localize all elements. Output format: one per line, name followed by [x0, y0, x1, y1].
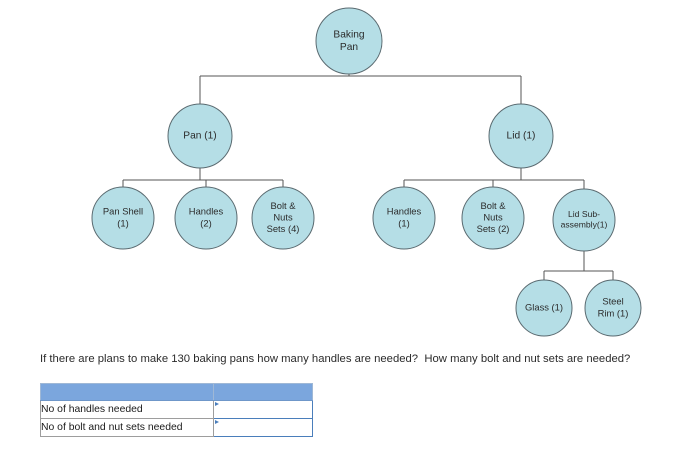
- bom-node-label: Bolt &: [480, 200, 506, 211]
- row-label-bolt-nut-sets: No of bolt and nut sets needed: [40, 418, 214, 437]
- connector-group: [403, 168, 585, 189]
- bom-node-label: (2): [200, 217, 211, 228]
- bom-node-label: Lid (1): [507, 131, 536, 142]
- answer-table: No of handles needed No of bolt and nut …: [40, 383, 313, 437]
- bom-node-label: Glass (1): [525, 301, 563, 312]
- connector-group: [122, 168, 284, 187]
- row-label-handles: No of handles needed: [40, 400, 214, 419]
- cell-marker-icon: [215, 402, 219, 406]
- bom-node-label: (1): [398, 217, 409, 228]
- bom-node-handles-pan: Handles(2): [174, 186, 238, 250]
- bom-node-label: Handles: [189, 206, 224, 217]
- bom-node-label: Rim (1): [598, 307, 629, 318]
- table-header-label-cell: [40, 383, 214, 401]
- bom-node-label: Handles: [387, 206, 422, 217]
- bom-node-glass: Glass (1): [515, 279, 573, 337]
- bom-node-handles-lid: Handles(1): [372, 186, 436, 250]
- table-header-value-cell: [213, 383, 313, 401]
- bom-node-label: Pan (1): [183, 131, 216, 142]
- bom-node-label: Nuts: [483, 211, 503, 222]
- table-row: No of bolt and nut sets needed: [40, 418, 313, 437]
- bom-node-label: Bolt &: [270, 200, 296, 211]
- bom-node-lid-subassembly: Lid Sub-assembly(1): [552, 188, 616, 252]
- row-input-bolt-nut-sets[interactable]: [213, 418, 313, 437]
- question-text: If there are plans to make 130 baking pa…: [40, 353, 631, 365]
- bom-node-label: Baking: [333, 29, 364, 40]
- bom-node-label: Pan Shell: [103, 206, 143, 217]
- bom-node-pan: Pan (1): [167, 103, 233, 169]
- bom-node-label: assembly(1): [561, 220, 608, 230]
- bom-node-lid: Lid (1): [488, 103, 554, 169]
- table-row: No of handles needed: [40, 400, 313, 419]
- bom-node-label: Nuts: [273, 211, 293, 222]
- bom-node-label: Lid Sub-: [568, 209, 600, 219]
- row-input-handles[interactable]: [213, 400, 313, 419]
- bom-node-label: Sets (2): [477, 223, 510, 234]
- table-header-row: [40, 383, 313, 401]
- bom-node-label: Pan: [340, 42, 358, 53]
- bom-node-label: Sets (4): [267, 223, 300, 234]
- connector-group: [199, 74, 522, 104]
- connector-layer: [122, 74, 614, 280]
- cell-marker-icon: [215, 420, 219, 424]
- connector-group: [543, 251, 614, 280]
- bom-node-pan-shell: Pan Shell(1): [91, 186, 155, 250]
- bom-node-label: Steel: [602, 296, 623, 307]
- bom-node-label: (1): [117, 217, 128, 228]
